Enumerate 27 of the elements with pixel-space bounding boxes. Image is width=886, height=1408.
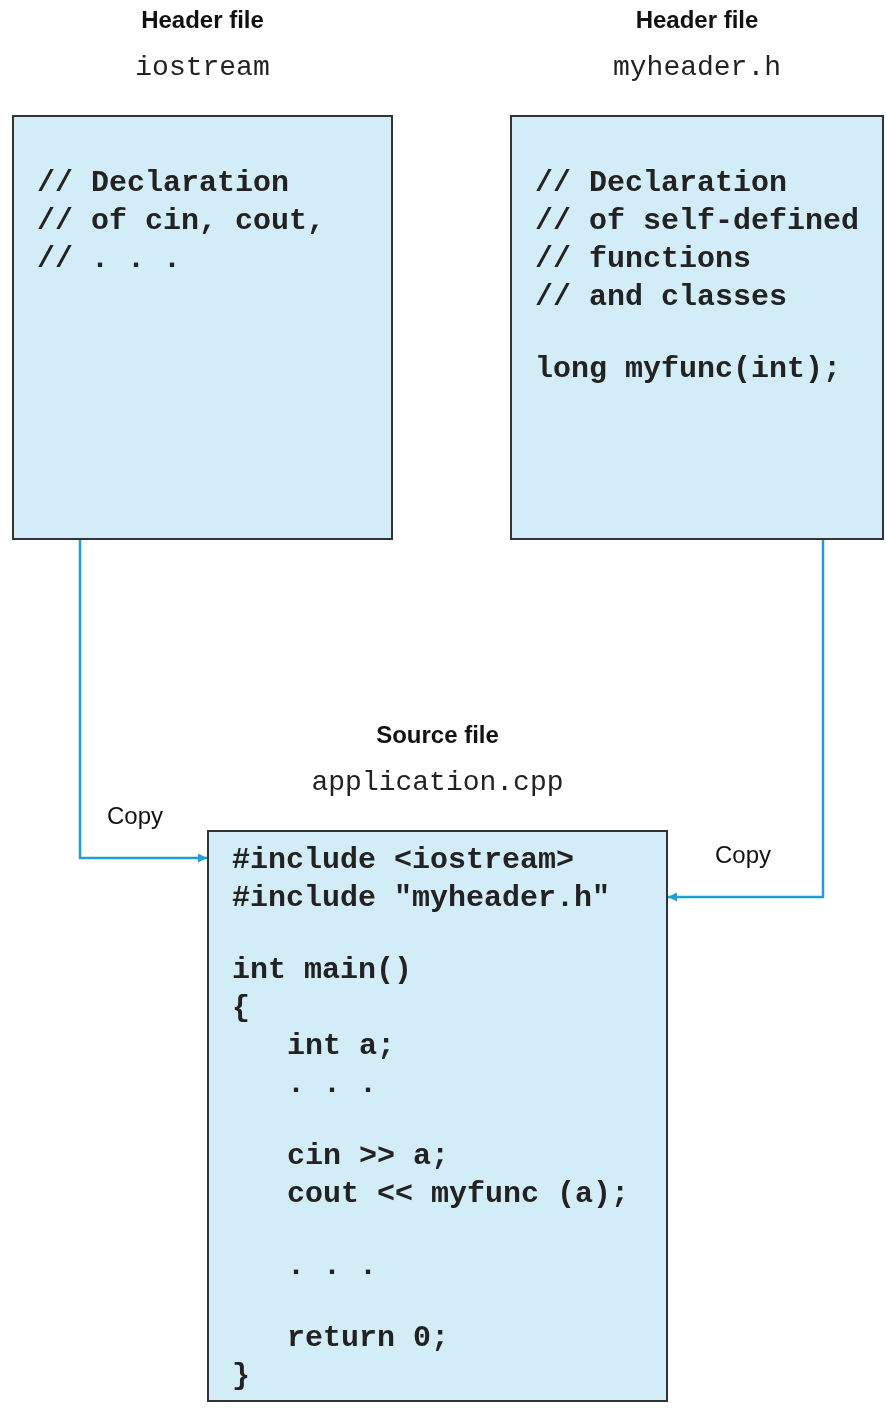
code-line: . . . — [287, 1248, 377, 1284]
file-type-heading: Source file — [376, 720, 499, 750]
code-line: int main() — [232, 952, 413, 988]
code-line: // of self-defined — [535, 203, 860, 239]
file-type-heading: Header file — [635, 5, 759, 35]
code-line: // Declaration — [535, 165, 788, 201]
code-line: #include <iostream> — [232, 842, 575, 878]
file-name: iostream — [135, 51, 270, 85]
code-line: } — [232, 1358, 250, 1394]
code-line: int a; — [287, 1028, 396, 1064]
code-line: // Declaration — [37, 165, 290, 201]
code-line: long myfunc(int); — [535, 351, 842, 387]
code-line: { — [232, 990, 250, 1026]
code-line: cout << myfunc (a); — [287, 1176, 630, 1212]
code-line: // and classes — [535, 279, 788, 315]
code-line: . . . — [287, 1066, 377, 1102]
code-line: // of cin, cout, — [37, 203, 326, 239]
file-type-heading: Header file — [141, 5, 264, 35]
code-line: #include "myheader.h" — [232, 880, 611, 916]
arrow — [668, 540, 825, 902]
code-line: // . . . — [37, 241, 182, 277]
file-name: myheader.h — [613, 51, 781, 85]
file-name: application.cpp — [311, 766, 564, 800]
code-line: return 0; — [287, 1320, 450, 1356]
code-line: // functions — [535, 241, 752, 277]
arrow — [78, 540, 207, 863]
code-line: cin >> a; — [287, 1138, 450, 1174]
